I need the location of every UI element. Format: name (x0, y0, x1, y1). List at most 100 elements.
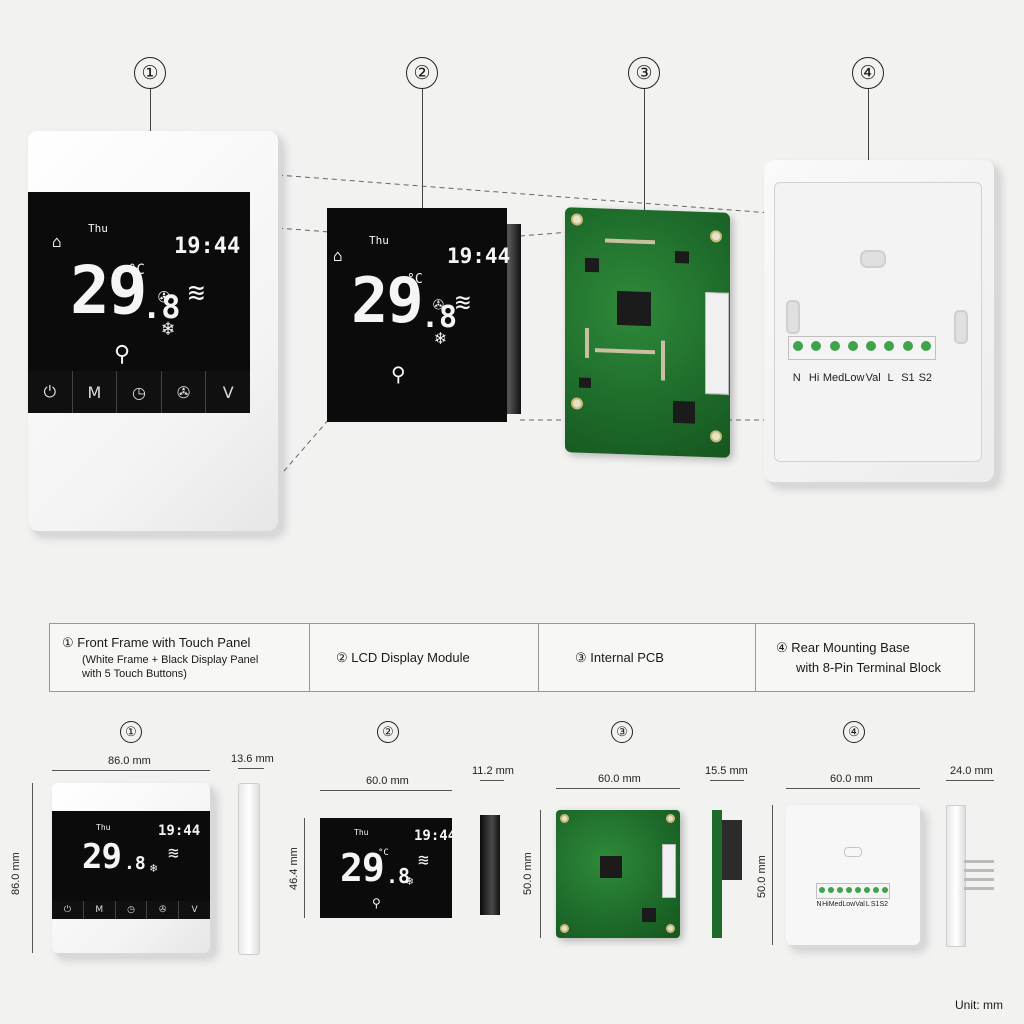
terminal-label: N (816, 901, 822, 908)
fan-button[interactable]: ✇ (147, 901, 180, 919)
legend-title: ③ Internal PCB (575, 649, 664, 665)
front-frame-side-view (238, 783, 260, 955)
dim-pcb-height: 50.0 mm (522, 852, 534, 895)
callout-1: ① (134, 57, 166, 89)
dimension-line (710, 780, 744, 781)
leader-line-3 (644, 89, 645, 219)
dim-pcb-width: 60.0 mm (598, 773, 641, 785)
mounting-hole (560, 924, 569, 933)
terminal-label: Low (842, 901, 856, 908)
dim-front-width: 86.0 mm (108, 755, 151, 767)
wind-icon: ≋ (455, 288, 471, 318)
terminal-label: N (792, 372, 801, 384)
screw-slot (860, 250, 886, 268)
terminal-label: S1 (870, 901, 880, 908)
mounting-hole (571, 213, 583, 226)
leader-line-4 (868, 89, 869, 164)
clock-button[interactable]: ◷ (117, 371, 162, 413)
fan-button[interactable]: ✇ (162, 371, 207, 413)
dim-base-depth: 24.0 mm (950, 765, 993, 777)
valve-icon: ⚲ (372, 896, 381, 910)
snowflake-icon: ❄ (150, 861, 158, 875)
lcd-day: Thu (369, 234, 389, 247)
screw-slot (954, 310, 968, 344)
rear-base-side-view (946, 805, 966, 947)
wind-icon: ≋ (168, 843, 179, 864)
home-icon: ⌂ (52, 232, 62, 251)
valve-icon: ⚲ (114, 342, 131, 367)
dimension-line (556, 788, 680, 789)
dimension-line (238, 768, 264, 769)
pin-header-connector (705, 292, 729, 395)
dimension-line (540, 810, 541, 938)
terminal-label: Val (855, 901, 865, 908)
mounting-hole (560, 814, 569, 823)
lcd-temperature-decimal: .8 (142, 288, 181, 326)
fan-icon: ✇ (158, 284, 171, 308)
snowflake-icon: ❄ (162, 316, 175, 340)
dim-callout-4: ④ (843, 721, 865, 743)
legend-cell-4: ④ Rear Mounting Base with 8-Pin Terminal… (756, 624, 974, 691)
leader-line-1 (150, 89, 151, 137)
terminal-label: Val (865, 372, 881, 384)
dim-base-height: 50.0 mm (756, 855, 768, 898)
touch-button-bar: ⏻ M ◷ ✇ V (28, 371, 250, 413)
dim-pcb-depth: 15.5 mm (705, 765, 748, 777)
screw-slot (844, 847, 862, 857)
smd-component (661, 340, 665, 381)
terminal-label: Med (828, 901, 843, 908)
lcd-time: 19:44 (158, 823, 201, 839)
front-frame-small: Thu 19:44 29 .8 ❄ ≋ ⏻ M ◷ ✇ V (52, 783, 210, 953)
pcb-side-view (712, 810, 722, 938)
dimension-line (946, 780, 994, 781)
lcd-unit: °C (128, 262, 145, 278)
callout-3: ③ (628, 57, 660, 89)
legend-note: with 5 Touch Buttons) (82, 668, 187, 680)
power-button[interactable]: ⏻ (28, 371, 73, 413)
terminal-label: L (887, 372, 894, 384)
smd-component (585, 327, 589, 358)
lcd-unit: °C (407, 272, 423, 287)
terminal-labels: N Hi Med Low Val L S1 S2 (816, 901, 889, 908)
lcd-module-screen: Thu ⌂ 19:44 29 .8 °C ✇ ≋ ❄ ⚲ (327, 208, 511, 422)
dimension-line (786, 788, 920, 789)
small-chip (642, 908, 656, 922)
terminal-label: Hi (822, 901, 829, 908)
terminal-label: S1 (901, 372, 915, 384)
terminal-label: S2 (879, 901, 889, 908)
mode-button[interactable]: M (73, 371, 118, 413)
leader-line-2 (422, 89, 423, 214)
lcd-temperature: 29 (70, 252, 147, 329)
dim-front-height: 86.0 mm (10, 852, 22, 895)
clock-button[interactable]: ◷ (116, 901, 148, 919)
mounting-hole (666, 814, 675, 823)
legend-title: ② LCD Display Module (336, 649, 470, 665)
dimension-line (772, 805, 773, 945)
small-chip (673, 400, 695, 424)
down-button[interactable]: V (191, 905, 198, 915)
lcd-day: Thu (96, 823, 111, 832)
lcd-day: Thu (88, 222, 108, 235)
legend-table: ① Front Frame with Touch Panel (White Fr… (49, 623, 975, 692)
dimension-line (52, 770, 210, 771)
mode-button[interactable]: M (84, 901, 116, 919)
legend-title: ④ Rear Mounting Base (776, 640, 910, 655)
down-button[interactable]: V (222, 382, 234, 402)
snowflake-icon: ❄ (435, 328, 446, 349)
lcd-time: 19:44 (447, 244, 511, 268)
power-button[interactable]: ⏻ (52, 901, 84, 919)
lcd-temperature-decimal: .8 (124, 853, 146, 874)
terminal-block (788, 336, 936, 360)
front-frame-small-display: Thu 19:44 29 .8 ❄ ≋ (52, 811, 210, 903)
wind-icon: ≋ (188, 276, 205, 309)
legend-title: ① Front Frame with Touch Panel (62, 635, 251, 650)
microcontroller-chip (600, 856, 622, 878)
pcb-side-components (722, 820, 742, 880)
terminal-label: Low (844, 372, 865, 384)
lcd-temperature: 29 (351, 264, 424, 337)
dim-lcd-width: 60.0 mm (366, 775, 409, 787)
rear-base-small: N Hi Med Low Val L S1 S2 (786, 805, 920, 945)
snowflake-icon: ❄ (406, 874, 414, 888)
legend-note: (White Frame + Black Display Panel (82, 654, 259, 666)
small-chip (585, 257, 599, 273)
